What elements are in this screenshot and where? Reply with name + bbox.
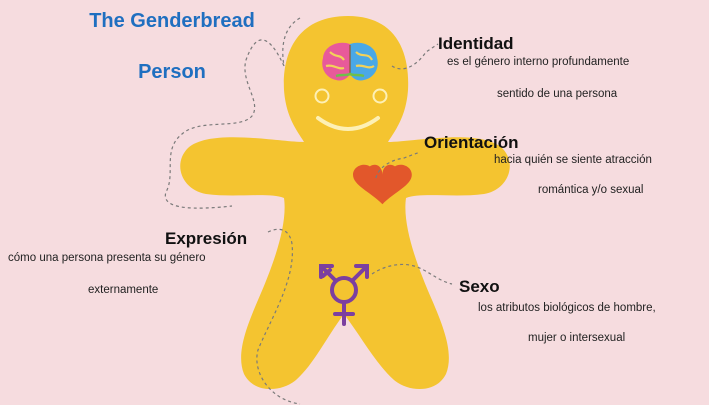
body-outline-path: [164, 17, 301, 209]
expresion-heading: Expresión: [165, 229, 248, 248]
smile: [316, 116, 380, 131]
sexo-desc-line-1: los atributos biológicos de hombre,: [478, 302, 656, 314]
transgender-symbol-icon: [319, 264, 369, 326]
orientacion-desc-line-2: romántica y/o sexual: [538, 184, 644, 196]
heart-icon: [352, 164, 412, 205]
title-line-1: The Genderbread: [89, 10, 255, 32]
identidad-desc-line-2: sentido de una persona: [497, 88, 618, 100]
identidad-heading: Identidad: [438, 34, 514, 53]
right-eye: [372, 88, 388, 104]
expresion-desc-line-2: externamente: [88, 284, 159, 296]
sexo-heading: Sexo: [459, 277, 500, 296]
connector-lines: [164, 17, 453, 405]
sexo-connector: [371, 263, 453, 285]
orientacion-desc-line-1: hacia quién se siente atracción: [494, 154, 652, 166]
brain-icon: [322, 42, 378, 81]
left-eye: [314, 88, 330, 104]
orientacion-connector: [375, 151, 421, 179]
gingerbread-body: [180, 16, 510, 390]
identidad-desc-line-1: es el género interno profundamente: [447, 56, 630, 68]
sexo-desc-line-2: mujer o intersexual: [528, 332, 626, 344]
orientacion-heading: Orientación: [424, 133, 519, 152]
expresion-connector: [256, 228, 301, 405]
expresion-desc-line-1: cómo una persona presenta su género: [8, 252, 206, 264]
title-line-2: Person: [138, 61, 206, 83]
